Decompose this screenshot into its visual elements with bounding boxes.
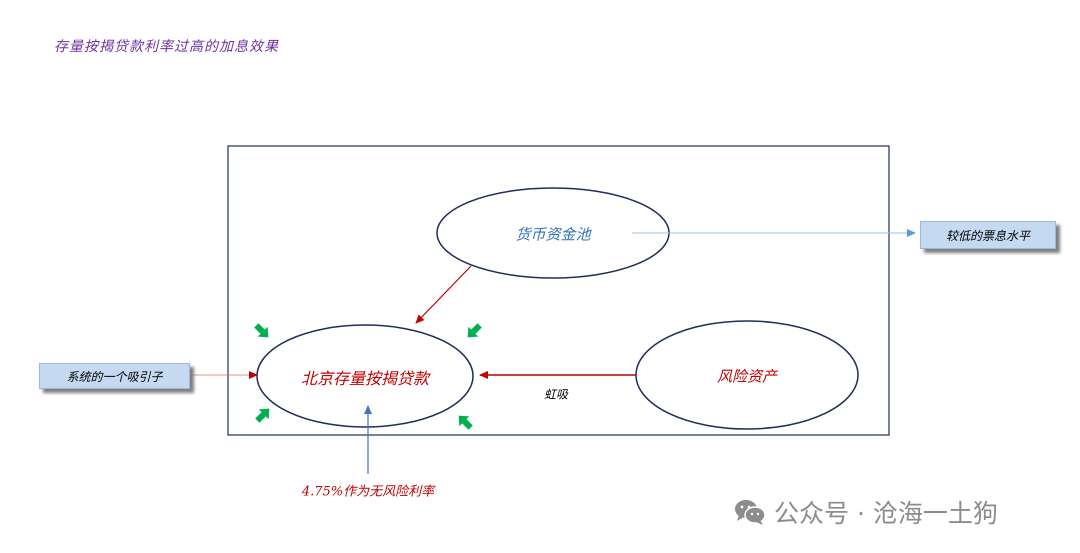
green-arrow-top-left — [254, 323, 269, 338]
diagram-title: 存量按揭贷款利率过高的加息效果 — [54, 39, 279, 55]
pool-to-mortgage-arrow — [415, 265, 472, 324]
siphon-label: 虹吸 — [543, 387, 569, 402]
system-frame — [227, 145, 890, 436]
wechat-icon — [735, 500, 766, 525]
green-arrow-bottom-right — [458, 415, 473, 430]
green-arrow-top-right — [467, 323, 482, 338]
watermark-text: 公众号 · 沧海一土狗 — [774, 499, 998, 528]
risk-asset-node-label: 风险资产 — [716, 367, 778, 386]
money-pool-node-label: 货币资金池 — [515, 225, 591, 244]
attractor-callout: 系统的一个吸引子 — [39, 363, 190, 389]
risk-free-note: 4.75%作为无风险利率 — [301, 484, 435, 500]
green-arrow-bottom-left — [255, 408, 270, 423]
mortgage-node-label: 北京存量按揭贷款 — [300, 369, 430, 388]
low-rate-callout: 较低的票息水平 — [920, 221, 1056, 249]
watermark: 公众号 · 沧海一土狗 — [734, 494, 998, 530]
